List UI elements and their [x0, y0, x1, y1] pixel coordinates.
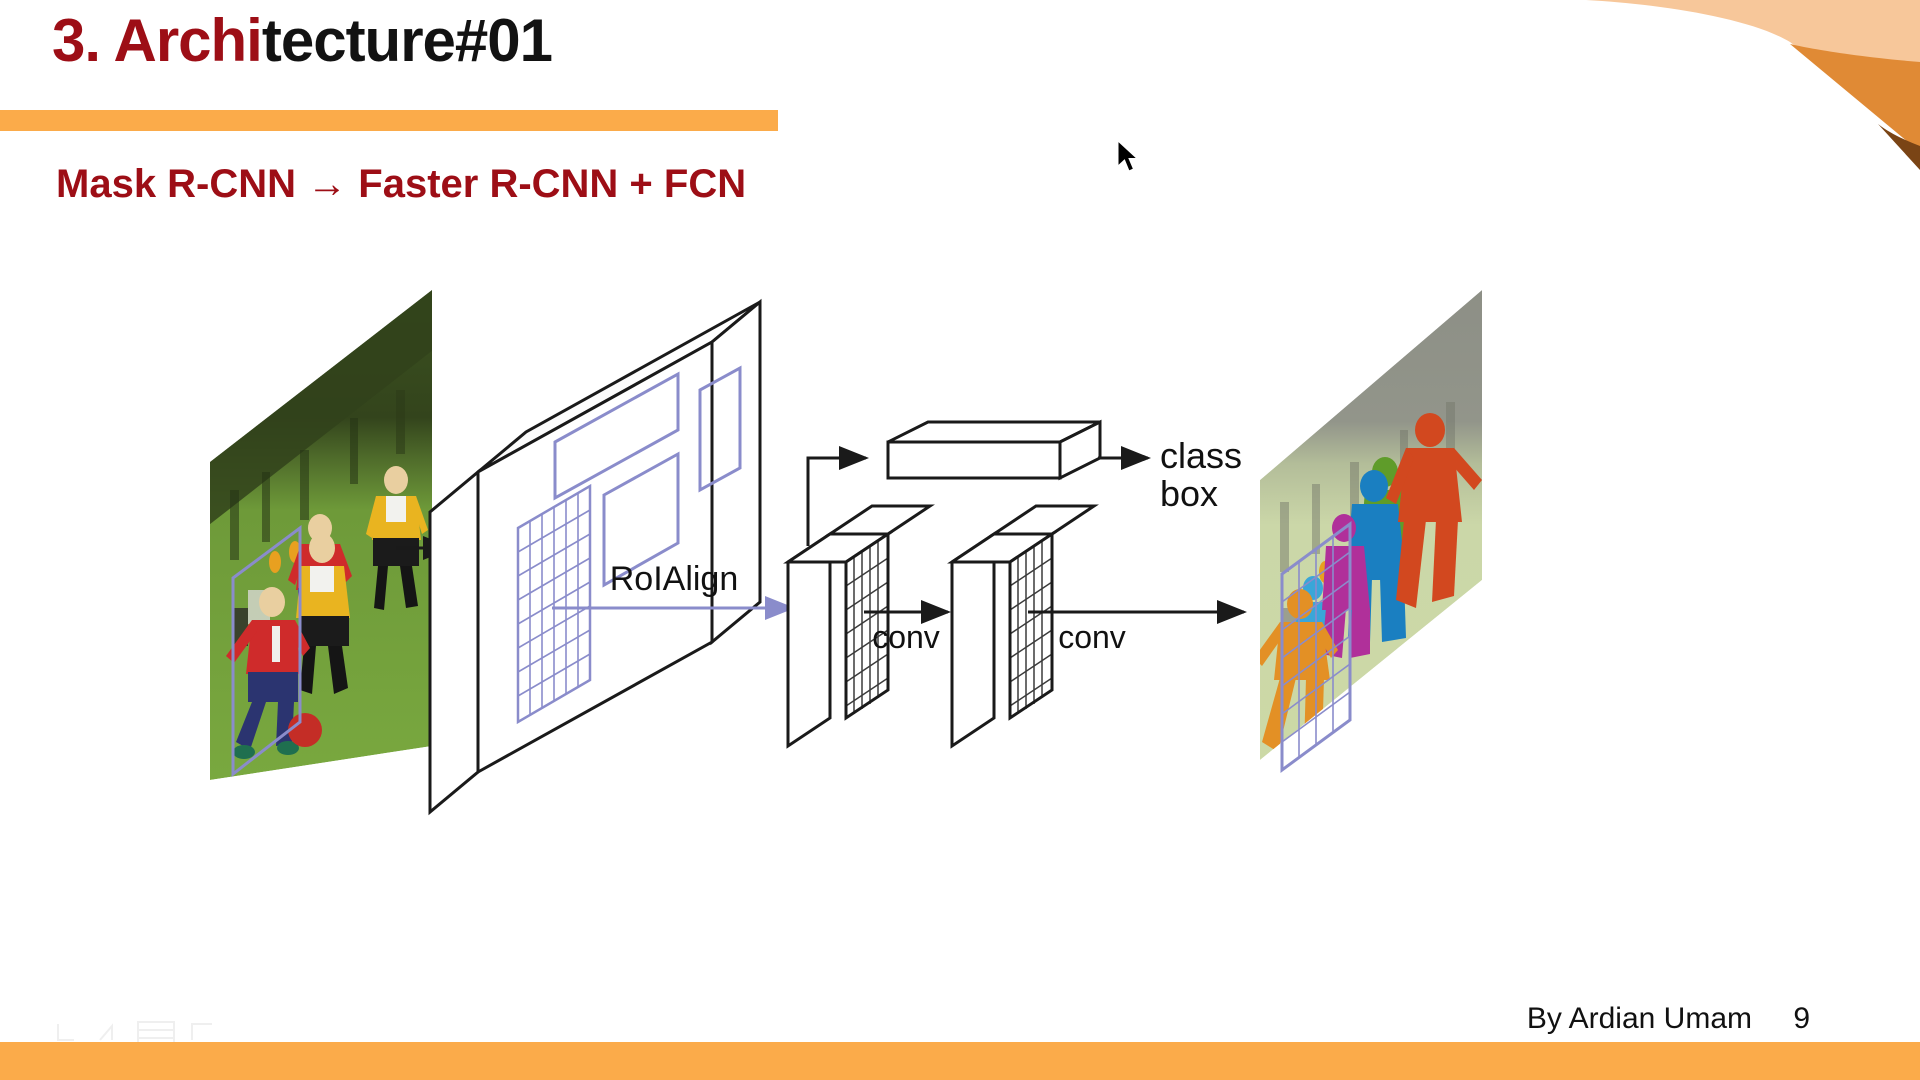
player-yellow-center [296, 533, 350, 694]
player-yellow-far [366, 466, 428, 610]
conv-2-label: conv [1058, 619, 1126, 655]
mask-branch-conv-volume-2 [947, 504, 1099, 749]
mask-red [1386, 413, 1482, 608]
input-image-plane [210, 290, 432, 780]
fc-head-box [886, 419, 1102, 481]
page-number: 9 [1793, 1002, 1810, 1035]
slide-subtitle: Mask R-CNN → Faster R-CNN + FCN [56, 162, 747, 206]
title-underline-bar [0, 110, 778, 131]
page-title: 3. Architecture#01 [52, 6, 553, 75]
architecture-diagram: RoIAlign class box [200, 290, 1620, 910]
roialign-grid [516, 483, 592, 725]
page-title-red: 3. Archi [52, 7, 263, 74]
corner-decoration [1490, 0, 1920, 170]
roi-proposal-3 [698, 365, 742, 493]
output-image-plane [1260, 290, 1482, 760]
roi-proposal-1 [553, 371, 680, 501]
fc-branch-line [806, 446, 869, 546]
footer-accent-bar [0, 1042, 1920, 1080]
feature-map-slab [428, 298, 762, 816]
page-title-black: tecture#01 [261, 7, 553, 74]
mask-magenta [1322, 514, 1370, 658]
author-byline: By Ardian Umam [1526, 1002, 1752, 1035]
roi-proposal-2 [602, 451, 680, 588]
mouse-cursor [1117, 139, 1143, 181]
player-red-foreground [226, 587, 310, 759]
class-label: class [1160, 435, 1242, 476]
input-bounding-box [231, 525, 302, 778]
output-bounding-box-grid [1280, 521, 1352, 773]
conv-1-label: conv [872, 619, 940, 655]
mask-branch-conv-volume-1 [783, 504, 935, 749]
roialign-label: RoIAlign [610, 560, 739, 598]
box-label: box [1160, 473, 1218, 514]
